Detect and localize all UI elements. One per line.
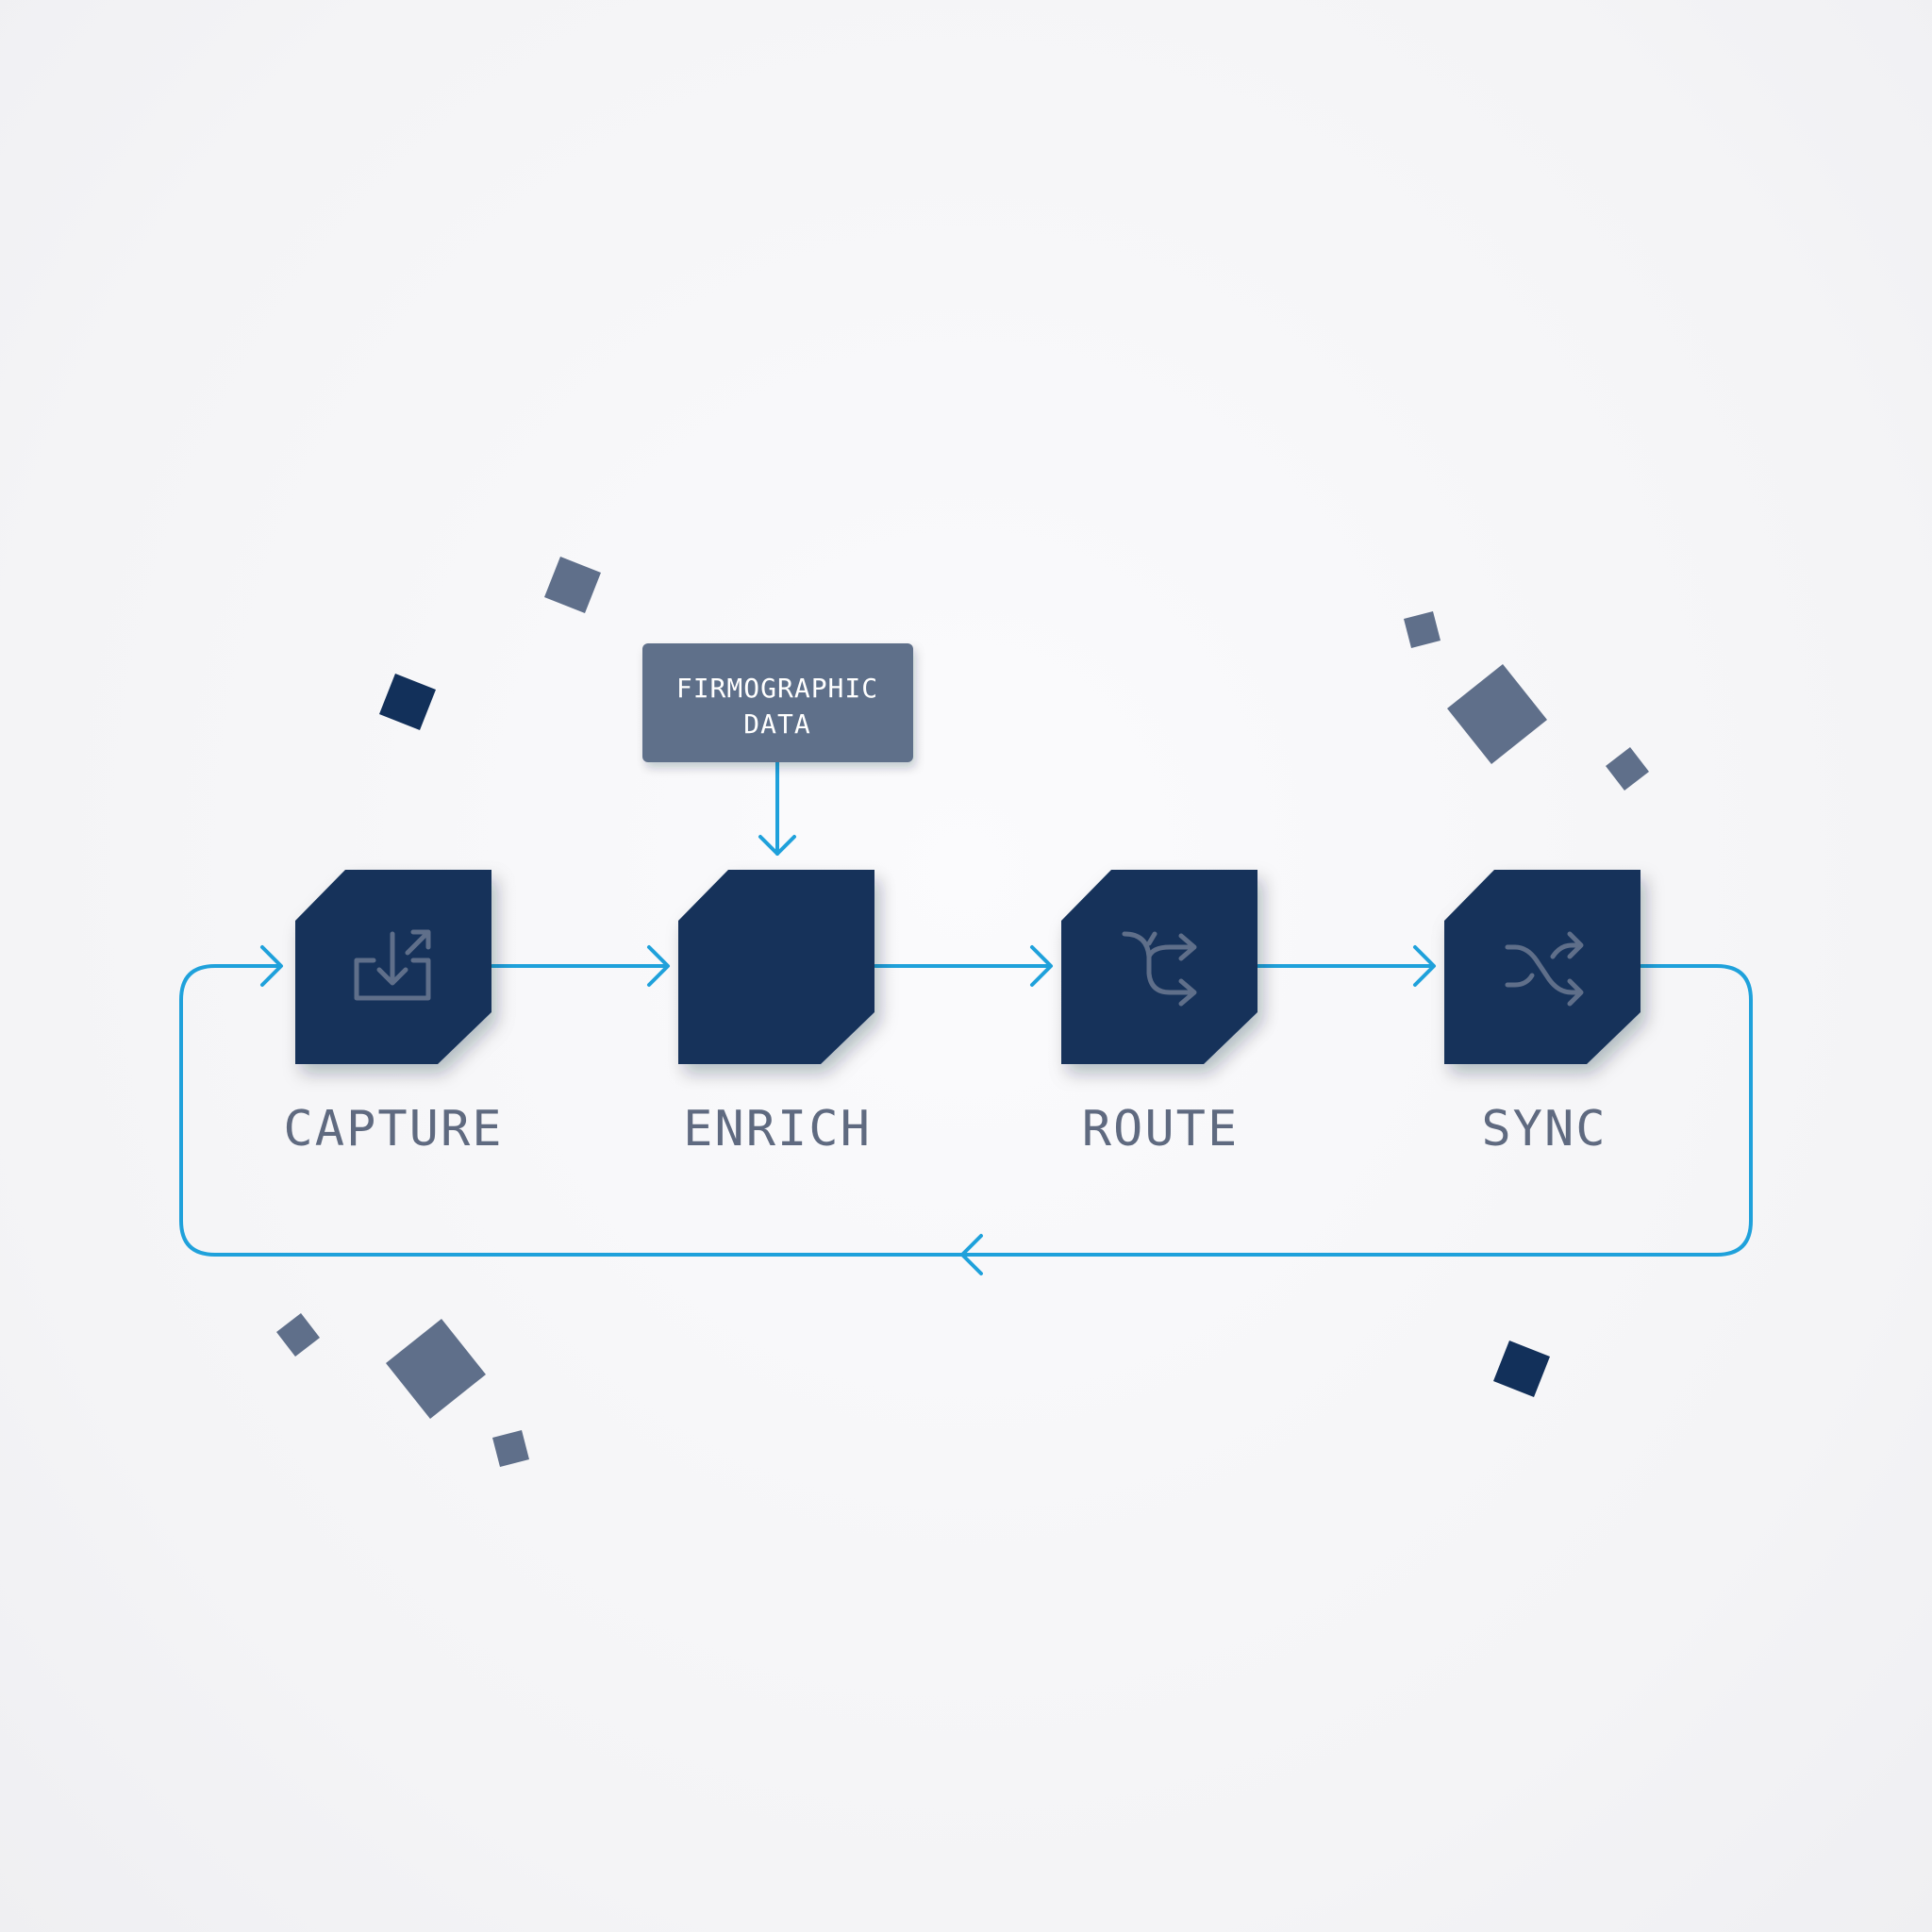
node-enrich: ENRICH: [678, 870, 874, 1158]
loop-back-connector: [179, 964, 1753, 1257]
source-label-line2: DATA: [743, 708, 810, 740]
node-capture: CAPTURE: [283, 870, 503, 1158]
flow-connectors: [179, 760, 1753, 1275]
confetti-square: [1493, 1341, 1550, 1397]
arrowhead-sync: [1413, 945, 1436, 987]
shuffle-icon: [1505, 931, 1584, 1007]
node-enrich-shape: [678, 870, 874, 1064]
source-label-line1: FIRMOGRAPHIC: [676, 673, 878, 704]
arrowhead-capture: [260, 945, 283, 987]
confetti-square: [544, 557, 601, 613]
inbox-arrow-icon: [354, 929, 431, 1001]
node-route: ROUTE: [1061, 870, 1257, 1158]
node-route-shape: [1061, 870, 1257, 1064]
arrowhead-enrich: [647, 945, 670, 987]
node-sync: SYNC: [1444, 870, 1641, 1158]
source-box: [642, 643, 913, 762]
node-sync-label: SYNC: [1481, 1101, 1607, 1158]
node-route-label: ROUTE: [1082, 1101, 1240, 1158]
node-enrich-label: ENRICH: [683, 1101, 872, 1158]
confetti-square: [379, 674, 436, 730]
firmographic-data-source: FIRMOGRAPHIC DATA: [642, 643, 913, 762]
confetti-square: [1404, 611, 1441, 648]
decorative-confetti: [276, 557, 1649, 1467]
loop-back-arrowhead: [960, 1234, 983, 1275]
split-arrows-icon: [1122, 931, 1197, 1007]
confetti-square: [386, 1319, 486, 1419]
arrowhead-route: [1030, 945, 1053, 987]
source-arrowhead: [758, 835, 796, 856]
confetti-square: [1606, 747, 1649, 791]
confetti-square: [276, 1313, 320, 1357]
confetti-square: [1447, 664, 1547, 764]
confetti-square: [492, 1430, 529, 1467]
node-capture-label: CAPTURE: [283, 1101, 503, 1158]
